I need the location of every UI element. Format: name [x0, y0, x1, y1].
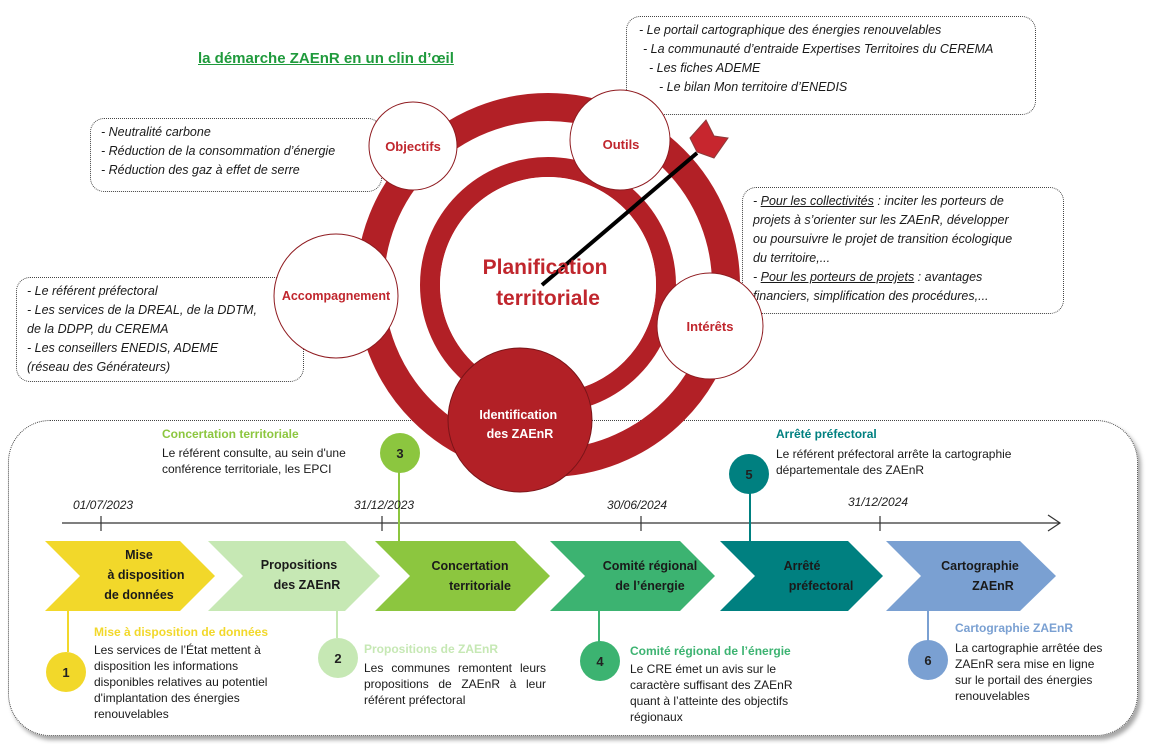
center-label: Planification territoriale [483, 256, 614, 310]
axis-arrowhead-icon [1047, 514, 1062, 532]
date-label: 01/07/2023 [73, 498, 134, 512]
chevron-label-5: Arrêté préfectoral [783, 559, 854, 593]
chevron-stage-1 [45, 541, 215, 611]
node-identification-line1: Identification [479, 408, 557, 422]
interets-box: - Pour les collectivités : inciter les p… [742, 187, 1064, 314]
node-identification-line2: des ZAEnR [487, 427, 554, 441]
step-desc-5: Le référent préfectoral arrête la cartog… [776, 447, 1012, 477]
date-label: 31/12/2023 [354, 498, 415, 512]
node-interets-label: Intérêts [687, 319, 734, 334]
objectifs-item: - Réduction des gaz à effet de serre [101, 163, 300, 177]
step-title-1: Mise à disposition de données [94, 625, 269, 639]
arrow-shaft [540, 151, 699, 287]
node-identification: Identification des ZAEnR [447, 347, 593, 493]
step-desc-3: Le référent consulte, au sein d'une conf… [162, 446, 346, 476]
step-desc-4: Le CRE émet un avis sur le caractère suf… [630, 662, 793, 724]
node-accompagnement-label: Accompagnement [282, 289, 391, 303]
arrow-fletching-icon [689, 119, 729, 159]
accompagnement-box: - Le référent préfectoral - Les services… [16, 277, 304, 382]
step-desc-6: La cartographie arrêtée des ZAEnR sera m… [955, 641, 1103, 703]
center-label-line2: territoriale [496, 287, 600, 310]
outils-item: - La communauté d’entraide Expertises Te… [643, 42, 994, 56]
step-title-2: Propositions de ZAEnR [364, 642, 499, 656]
outils-item: - Les fiches ADEME [649, 61, 761, 75]
collectivites-text: du territoire,... [753, 251, 831, 265]
chevron-label-6: Cartographie ZAEnR [941, 559, 1019, 593]
collectivites-text: : inciter les porteurs de [873, 194, 1004, 208]
node-accompagnement: Accompagnement [273, 233, 399, 359]
node-objectifs-label: Objectifs [385, 139, 441, 154]
step-desc-2: Les communes remontent leurs proposition… [364, 661, 546, 707]
accompagnement-item: - Les services de la DREAL, de la DDTM, [27, 303, 257, 317]
chevron-label-3: Concertation territoriale [431, 559, 511, 593]
objectifs-item: - Neutralité carbone [101, 125, 211, 139]
collectivites-text: projets à s’orienter sur les ZAEnR, déve… [753, 213, 1009, 227]
objectifs-item: - Réduction de la consommation d’énergie [101, 144, 336, 158]
svg-text:Identification des ZAEnR: Identification des ZAEnR [479, 408, 560, 441]
porteurs-text: financiers, simplification des procédure… [753, 289, 989, 303]
step-title-5: Arrêté préfectoral [776, 427, 877, 441]
step-number-6: 6 [908, 640, 948, 680]
chevron-label-2: Propositions des ZAEnR [260, 558, 341, 592]
node-outils-label: Outils [603, 137, 640, 152]
chevron-stage-5 [720, 541, 883, 611]
node-interets: Intérêts [656, 272, 764, 380]
step-number-4: 4 [580, 641, 620, 681]
chevron-stage-6 [886, 541, 1056, 611]
chevron-label-1: Mise à disposition de données [104, 548, 185, 602]
outils-box: - Le portail cartographique des énergies… [626, 16, 1036, 115]
step-title-3: Concertation territoriale [162, 427, 299, 441]
node-objectifs: Objectifs [368, 101, 458, 191]
accompagnement-item: - Les conseillers ENEDIS, ADEME [27, 341, 219, 355]
node-outils: Outils [569, 89, 671, 191]
chevron-stage-3 [375, 541, 550, 611]
step-number-3: 3 [380, 433, 420, 473]
step-desc-1: Les services de l’État mettent à disposi… [94, 643, 268, 721]
collectivites-text: ou poursuivre le projet de transition éc… [753, 232, 1013, 246]
center-label-line1: Planification [483, 256, 608, 279]
step-number-1: 1 [46, 652, 86, 692]
porteurs-text: : avantages [914, 270, 983, 284]
chevron-label-4: Comité régional de l’énergie [602, 559, 698, 593]
outils-item: - Le portail cartographique des énergies… [639, 23, 942, 37]
step-number-2: 2 [318, 638, 358, 678]
date-label: 30/06/2024 [607, 498, 668, 512]
accompagnement-item: - Le référent préfectoral [27, 284, 158, 298]
accompagnement-item: (réseau des Générateurs) [27, 360, 171, 374]
step-number-5: 5 [729, 454, 769, 494]
date-label: 31/12/2024 [848, 495, 909, 509]
porteurs-label: Pour les porteurs de projets [760, 270, 915, 284]
center-disc [440, 177, 656, 393]
step-title-4: Comité régional de l’énergie [630, 644, 791, 658]
step-title-6: Cartographie ZAEnR [955, 621, 1074, 635]
accompagnement-item: de la DDPP, du CEREMA [27, 322, 169, 336]
chevron-stage-2 [208, 541, 380, 611]
objectifs-box: - Neutralité carbone - Réduction de la c… [90, 118, 382, 192]
collectivites-label: Pour les collectivités [760, 194, 874, 208]
page-title: la démarche ZAEnR en un clin d’œil [198, 50, 454, 67]
chevron-stage-4 [550, 541, 715, 611]
outils-item: - Le bilan Mon territoire d’ENEDIS [659, 80, 848, 94]
